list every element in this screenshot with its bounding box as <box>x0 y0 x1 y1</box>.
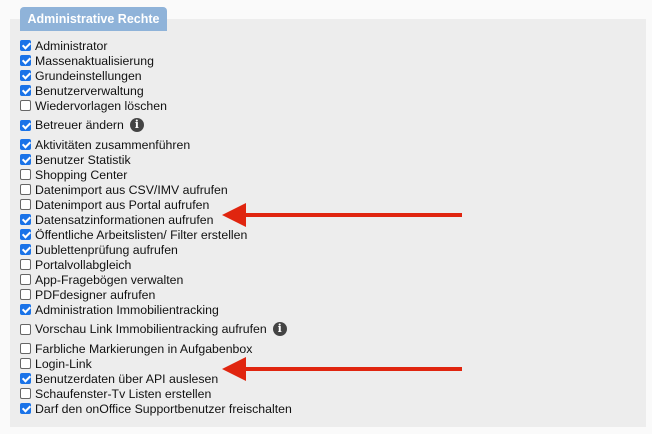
checkbox-unchecked[interactable] <box>20 184 31 195</box>
checkbox-checked[interactable] <box>20 304 31 315</box>
checkbox-checked[interactable] <box>20 373 31 384</box>
checkbox-unchecked[interactable] <box>20 274 31 285</box>
permission-label[interactable]: PDFdesigner aufrufen <box>35 287 156 302</box>
info-icon[interactable]: i <box>272 322 287 337</box>
checkbox-unchecked[interactable] <box>20 289 31 300</box>
permission-item[interactable]: PDFdesigner aufrufen <box>20 287 292 302</box>
checkbox-unchecked[interactable] <box>20 358 31 369</box>
permission-item[interactable]: Vorschau Link Immobilientracking aufrufe… <box>20 317 292 337</box>
checkbox-checked[interactable] <box>20 139 31 151</box>
permission-item[interactable]: Administrator <box>20 38 292 53</box>
permission-label[interactable]: Öffentliche Arbeitslisten/ Filter erstel… <box>35 227 248 242</box>
permission-item[interactable]: Darf den onOffice Supportbenutzer freisc… <box>20 401 292 416</box>
annotation-arrow-icon <box>222 357 462 381</box>
checkbox-checked[interactable] <box>20 403 31 414</box>
permission-label[interactable]: Administrator <box>35 38 108 53</box>
checkbox-unchecked[interactable] <box>20 388 31 399</box>
permission-item[interactable]: Login-Link <box>20 356 292 371</box>
permission-item[interactable]: Schaufenster-Tv Listen erstellen <box>20 386 292 401</box>
permission-label[interactable]: Benutzer Statistik <box>35 152 131 167</box>
checkbox-unchecked[interactable] <box>20 100 31 111</box>
permission-item[interactable]: Datenimport aus CSV/IMV aufrufen <box>20 182 292 197</box>
permission-item[interactable]: Benutzerverwaltung <box>20 83 292 98</box>
panel-title-tab: Administrative Rechte <box>20 7 167 31</box>
permission-item[interactable]: Betreuer ändern i <box>20 113 292 133</box>
checkbox-checked[interactable] <box>20 85 31 96</box>
permission-label[interactable]: Administration Immobilientracking <box>35 302 219 317</box>
checkbox-unchecked[interactable] <box>20 169 31 180</box>
checkbox-unchecked[interactable] <box>20 323 31 335</box>
permission-item[interactable]: Administration Immobilientracking <box>20 302 292 317</box>
permission-label[interactable]: Darf den onOffice Supportbenutzer freisc… <box>35 401 292 416</box>
checkbox-checked[interactable] <box>20 55 31 66</box>
permission-item[interactable]: Wiedervorlagen löschen <box>20 98 292 113</box>
checkbox-unchecked[interactable] <box>20 343 31 355</box>
permission-item[interactable]: Portalvollabgleich <box>20 257 292 272</box>
permission-item[interactable]: Grundeinstellungen <box>20 68 292 83</box>
permission-item[interactable]: Dublettenprüfung aufrufen <box>20 242 292 257</box>
permission-label[interactable]: Login-Link <box>35 356 92 371</box>
permission-item[interactable]: App-Fragebögen verwalten <box>20 272 292 287</box>
permission-label[interactable]: Farbliche Markierungen in Aufgabenbox <box>35 341 253 356</box>
permission-label[interactable]: Wiedervorlagen löschen <box>35 98 167 113</box>
checkbox-checked[interactable] <box>20 119 31 131</box>
permission-label[interactable]: Schaufenster-Tv Listen erstellen <box>35 386 212 401</box>
permission-item[interactable]: Datenimport aus Portal aufrufen <box>20 197 292 212</box>
annotation-arrow-icon <box>222 203 462 227</box>
checkbox-checked[interactable] <box>20 214 31 225</box>
permission-item[interactable]: Massenaktualisierung <box>20 53 292 68</box>
permission-label[interactable]: Datenimport aus CSV/IMV aufrufen <box>35 182 228 197</box>
permission-label[interactable]: Dublettenprüfung aufrufen <box>35 242 178 257</box>
permission-label[interactable]: Datenimport aus Portal aufrufen <box>35 197 210 212</box>
permission-label[interactable]: Betreuer ändern <box>35 118 124 133</box>
checkbox-checked[interactable] <box>20 244 31 255</box>
permission-item[interactable]: Shopping Center <box>20 167 292 182</box>
permission-label[interactable]: Vorschau Link Immobilientracking aufrufe… <box>35 322 267 337</box>
checkbox-checked[interactable] <box>20 154 31 165</box>
checkbox-checked[interactable] <box>20 40 31 51</box>
permission-label[interactable]: Grundeinstellungen <box>35 68 142 83</box>
permission-label[interactable]: Aktivitäten zusammenführen <box>35 137 191 152</box>
permission-item[interactable]: Aktivitäten zusammenführen <box>20 133 292 153</box>
permission-label[interactable]: Benutzerdaten über API auslesen <box>35 371 219 386</box>
permission-label[interactable]: Shopping Center <box>35 167 128 182</box>
permission-label[interactable]: Portalvollabgleich <box>35 257 132 272</box>
admin-rights-panel <box>10 19 646 427</box>
permission-item[interactable]: Benutzer Statistik <box>20 152 292 167</box>
permission-item[interactable]: Farbliche Markierungen in Aufgabenbox <box>20 337 292 357</box>
permission-label[interactable]: App-Fragebögen verwalten <box>35 272 184 287</box>
checkbox-checked[interactable] <box>20 229 31 240</box>
permission-item[interactable]: Datensatzinformationen aufrufen <box>20 212 292 227</box>
permission-label[interactable]: Massenaktualisierung <box>35 53 154 68</box>
permission-item[interactable]: Öffentliche Arbeitslisten/ Filter erstel… <box>20 227 292 242</box>
permission-label[interactable]: Benutzerverwaltung <box>35 83 144 98</box>
checkbox-unchecked[interactable] <box>20 199 31 210</box>
checkbox-checked[interactable] <box>20 70 31 81</box>
permission-label[interactable]: Datensatzinformationen aufrufen <box>35 212 214 227</box>
info-icon[interactable]: i <box>129 118 144 133</box>
permission-item[interactable]: Benutzerdaten über API auslesen <box>20 371 292 386</box>
checkbox-unchecked[interactable] <box>20 259 31 270</box>
